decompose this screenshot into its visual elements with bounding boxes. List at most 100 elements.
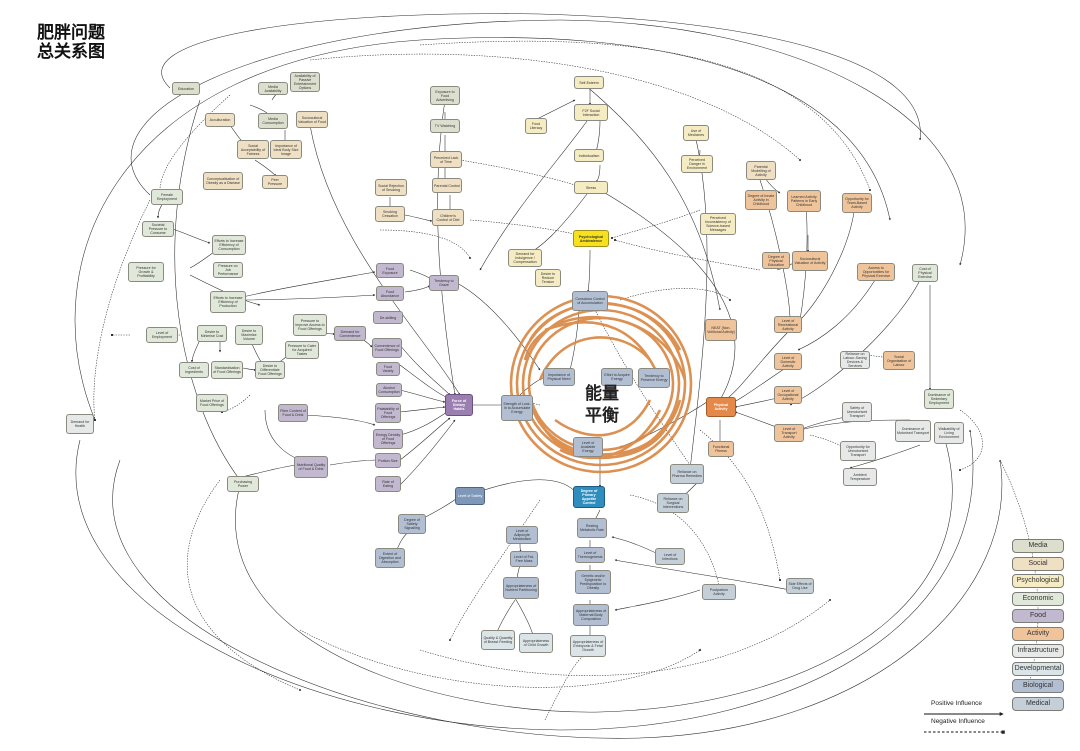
node-standardisation: Standardisation of Food Offerings <box>211 361 243 379</box>
node-dominance-motorised: Dominance of Motorised Transport <box>895 420 931 442</box>
node-level-occupational: Level of Occupational Activity <box>774 386 802 404</box>
node-pressure-improve-access: Pressure to Improve Access to Food Offer… <box>293 314 327 336</box>
node-appropriateness-child-growth: Appropriateness of Child Growth <box>519 633 553 653</box>
node-peer-pressure: Peer Pressure <box>262 175 288 189</box>
node-tendency-preserve: Tendency to Preserve Energy <box>638 368 670 388</box>
node-nutritional-quality: Nutritional Quality of Food & Drink <box>294 456 328 478</box>
node-convenience-food: Convenience of Food Offerings <box>372 338 402 358</box>
energy-balance-line-2: 平衡 <box>585 406 619 426</box>
node-appropriateness-embryonic: Appropriateness of Embryonic & Fetal Gro… <box>570 635 606 657</box>
node-level-infections: Level of Infections <box>655 548 685 565</box>
node-female-employment: Female Employment <box>151 189 183 205</box>
positive-influence-label: Positive Influence <box>931 700 982 707</box>
node-degree-physical-education: Degree of Physical Education <box>762 252 790 269</box>
negative-influence-label: Negative Influence <box>931 718 985 725</box>
node-level-satiety: Level of Satiety <box>455 487 485 505</box>
node-tendency-graze: Tendency to Graze <box>429 275 459 291</box>
node-importance-body-image: Importance of Ideal Body Size Image <box>270 140 302 159</box>
node-level-fat-free: Level of Fat-Free Mass <box>510 551 538 567</box>
node-desire-minimise-cost: Desire to Minimise Cost <box>197 325 227 342</box>
node-functional-fitness: Functional Fitness <box>708 441 734 457</box>
legend-psychological: Psychological <box>1012 574 1064 588</box>
node-efforts-efficiency-consumption: Efforts to Increase Efficiency of Consum… <box>212 235 246 255</box>
node-f2f-social: F2F Social Interaction <box>574 104 608 121</box>
node-acculturation: Acculturation <box>205 113 235 127</box>
node-dominance-sedentary: Dominance of Sedentary Employment <box>924 389 954 409</box>
node-pressure-job: Pressure on Job Performance <box>213 262 243 278</box>
node-self-esteem: Self-Esteem <box>574 76 604 89</box>
node-access-opportunities: Access to Opportunities for Physical Exe… <box>857 263 895 281</box>
node-childrens-control-diet: Children's Control of Diet <box>432 209 464 226</box>
node-parental-modelling: Parental Modelling of Activity <box>746 161 776 180</box>
node-purchasing-power: Purchasing Power <box>227 476 259 492</box>
node-portion-size: Portion Size <box>375 453 401 468</box>
node-pressure-cater: Pressure to Cater for Acquired Tastes <box>285 341 319 359</box>
node-palatability: Palatability of Food Offerings <box>375 403 401 423</box>
node-force-dietary-habits: Force of Dietary Habits <box>445 394 473 416</box>
node-level-thermogenesis: Level of Thermogenesis <box>575 547 605 563</box>
node-appropriateness-partitioning: Appropriateness of Nutrient Partitioning <box>503 577 539 599</box>
node-social-acceptability: Social Acceptability of Fatness <box>237 140 269 159</box>
node-smoking-cessation: Smoking Cessation <box>375 206 405 222</box>
node-sociocultural-activity: Sociocultural Valuation of Activity <box>792 251 828 271</box>
node-effort-acquire-energy: Effort to Acquire Energy <box>601 368 633 386</box>
node-demand-indulgence: Demand for Indulgence / Compensation <box>508 249 542 267</box>
node-perceived-lack-time: Perceived Lack of Time <box>430 151 462 168</box>
node-use-medicines: Use of Medicines <box>683 125 709 141</box>
node-perceived-danger: Perceived Danger in Environment <box>681 155 713 173</box>
node-social-organisation: Social Organisation of Labour <box>883 351 915 370</box>
node-side-effects-drugs: Side Effects of Drug Use <box>786 578 814 594</box>
node-societal-pressure-consume: Societal Pressure to Consume <box>142 221 174 237</box>
category-legend: Media Social Psychological Economic Food… <box>1012 539 1064 714</box>
node-sociocultural-food: Sociocultural Valuation of Food <box>296 111 328 128</box>
node-rate-eating: Rate of Eating <box>375 476 401 492</box>
node-level-adipocyte: Level of Adipocyte Metabolism <box>506 526 538 544</box>
energy-balance-label: 能量 平衡 <box>568 383 636 427</box>
node-quality-quantity-feeding: Quality & Quantity of Breast Feeding <box>481 630 515 650</box>
node-physical-activity: Physical Activity <box>706 397 736 417</box>
legend-media: Media <box>1012 539 1064 553</box>
energy-balance-line-1: 能量 <box>585 384 619 404</box>
node-desire-maximise-volume: Desire to Maximise Volume <box>235 325 263 345</box>
node-desire-reduce-tension: Desire to Reduce Tension <box>535 269 561 287</box>
node-tv-watching: TV Watching <box>430 119 460 133</box>
legend-infrastructure: Infrastructure <box>1012 644 1064 658</box>
node-opportunity-unmotorised: Opportunity for Unmotorised Transport <box>840 441 876 461</box>
node-level-domestic: Level of Domestic Activity <box>774 353 802 370</box>
node-conscious-control: Conscious Control of Accumulation <box>572 291 608 311</box>
node-education: Education <box>172 82 200 95</box>
node-walkability: Walkability of Living Environment <box>934 422 964 444</box>
node-desire-differentiate: Desire to Differentiate Food Offerings <box>255 361 285 379</box>
node-cost-exercise: Cost of Physical Exercise <box>912 264 938 282</box>
node-perceived-inconsistency: Perceived Inconsistency of Science-based… <box>700 213 736 235</box>
node-primary-appetite: Degree of Primary Appetite Control <box>573 486 605 508</box>
node-food-literacy: Food Literacy <box>525 118 547 134</box>
node-exposure-advertising: Exposure to Food Advertising <box>430 86 460 105</box>
diagram-title: 肥胖问题 总关系图 <box>37 24 105 62</box>
node-availability-passive: Availability of Passive Entertainment Op… <box>290 72 320 92</box>
node-de-skilling: De-skilling <box>373 311 403 324</box>
legend-biological: Biological <box>1012 679 1064 693</box>
node-opportunity-team: Opportunity for Team-Based Activity <box>842 193 872 213</box>
node-reliance-pharma: Reliance on Pharma Remedies <box>670 464 704 484</box>
node-learned-activity: Learned Activity Patterns in Early Child… <box>787 190 821 212</box>
node-importance-physical-need: Importance of Physical Need <box>543 368 575 386</box>
node-level-available-energy: Level of Available Energy <box>573 437 603 457</box>
node-food-abundance: Food Abundance <box>376 286 404 301</box>
node-market-price: Market Price of Food Offerings <box>196 394 228 412</box>
node-efforts-efficiency-production: Efforts to Increase Efficiency of Produc… <box>210 291 246 313</box>
legend-economic: Economic <box>1012 591 1064 606</box>
node-strength-lock-in: Strength of Lock-In to Accumulate Energy <box>501 395 533 421</box>
node-stress: Stress <box>574 181 608 194</box>
node-parental-control: Parental Control <box>432 178 462 193</box>
node-extent-digestion: Extent of Digestion and Absorption <box>375 548 405 568</box>
node-resting-metabolic: Resting Metabolic Rate <box>577 518 607 538</box>
node-reliance-surgical: Reliance on Surgical Interventions <box>657 493 689 513</box>
node-psych-ambivalence: Psychological Ambivalence <box>573 230 609 247</box>
title-line-1: 肥胖问题 <box>37 23 105 43</box>
node-ambient-temperature: Ambient Temperature <box>843 468 877 486</box>
node-food-variety: Food Variety <box>376 362 400 376</box>
node-genetic-epigenetic: Genetic and/or Epigenetic Predisposition… <box>575 570 611 594</box>
legend-food: Food <box>1012 609 1064 623</box>
node-social-rejection-smoking: Social Rejection of Smoking <box>375 179 407 196</box>
